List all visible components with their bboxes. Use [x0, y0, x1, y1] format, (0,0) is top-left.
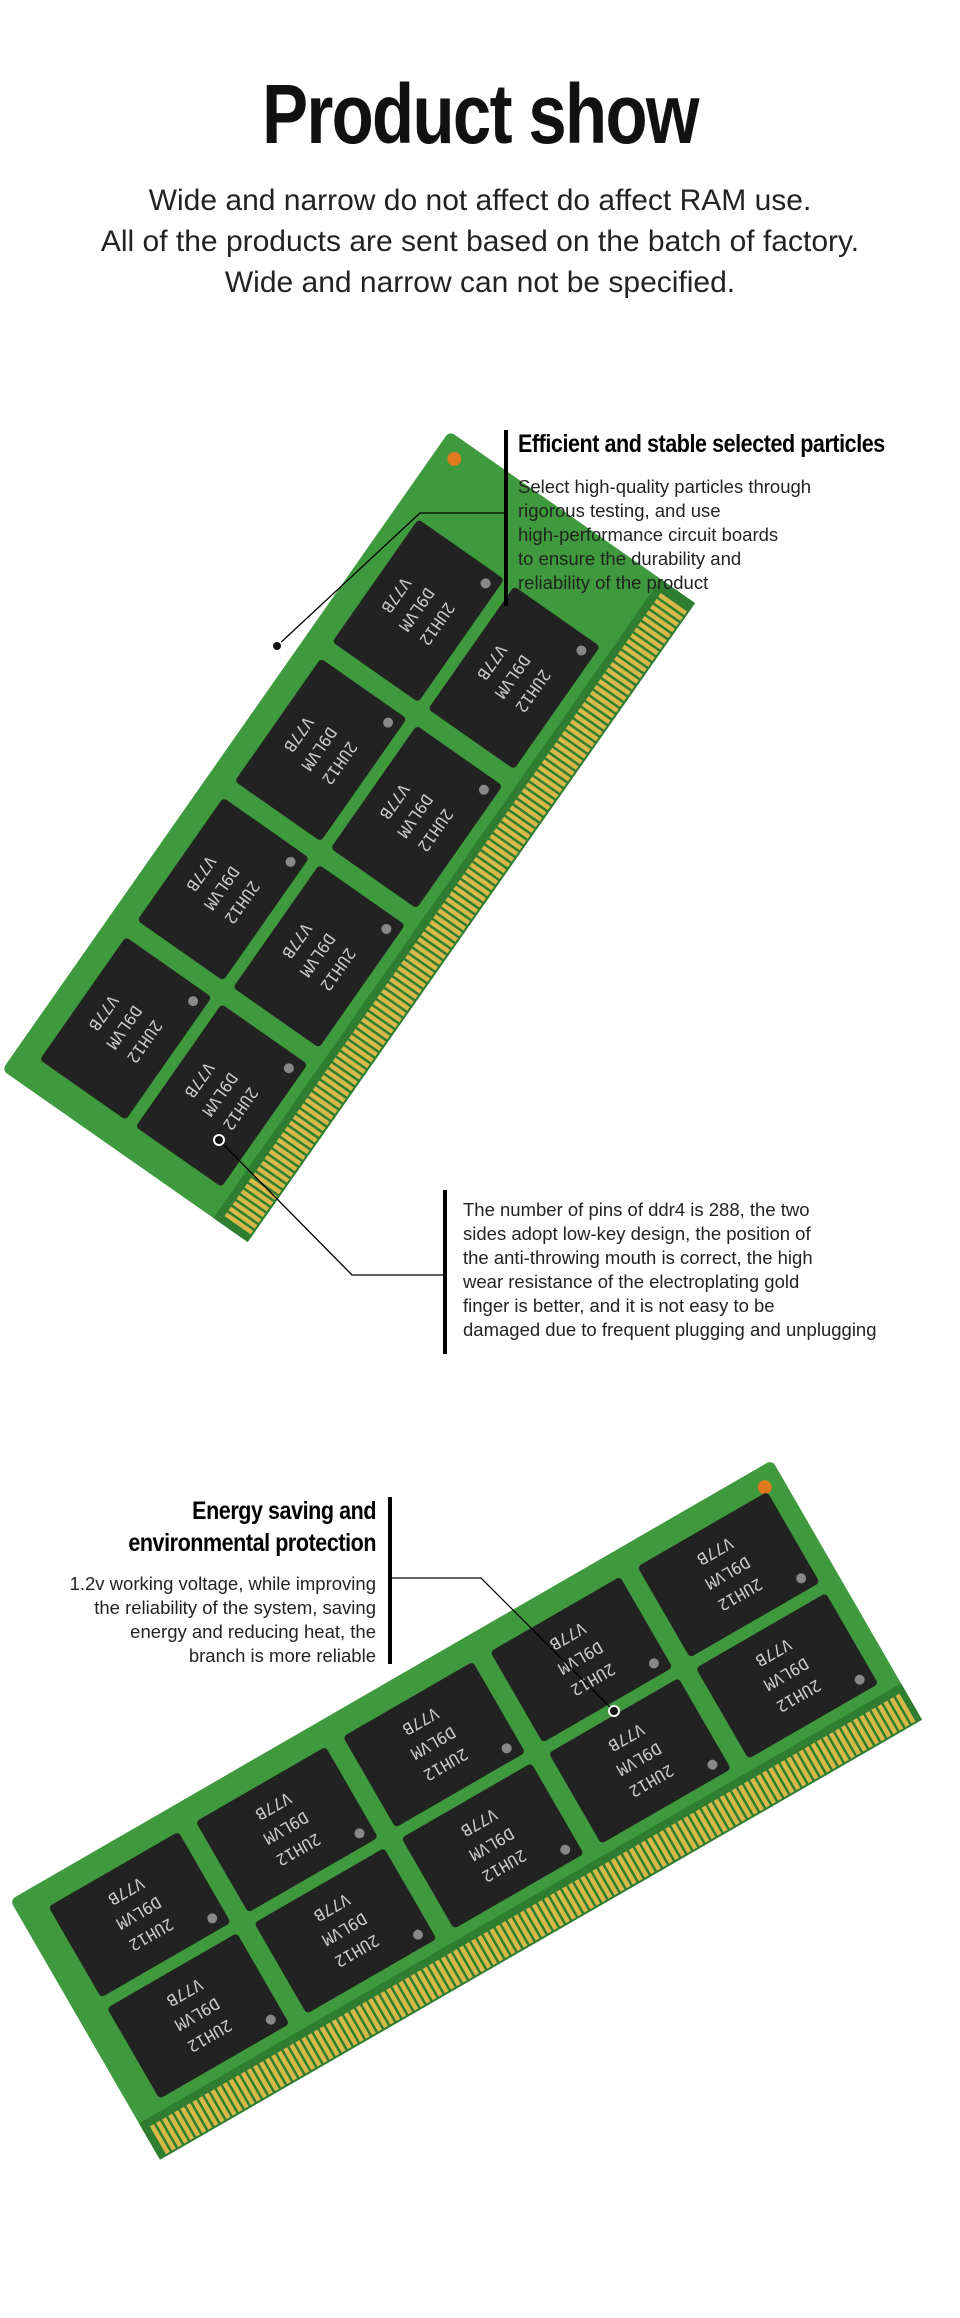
callout-bar: [388, 1497, 392, 1664]
subtitle-line: All of the products are sent based on th…: [100, 225, 860, 258]
callout-text: The number of pins of ddr4 is 288, the t…: [463, 1199, 877, 1340]
page-title: Product show: [262, 67, 699, 161]
subtitle-line: Wide and narrow do not affect do affect …: [148, 184, 812, 217]
orange-marker: [757, 1480, 772, 1495]
ram-board: 2UH12D9LVMV77B2UH12D9LVMV77B2UH12D9LVMV7…: [12, 1462, 923, 2160]
callout-heading: Efficient and stable selected particles: [518, 430, 885, 458]
gold-pins: [149, 1693, 916, 2155]
subtitle-line: Wide and narrow can not be specified.: [224, 266, 736, 299]
callout-bar: [504, 430, 508, 606]
orange-marker: [447, 451, 462, 466]
callout-bar: [443, 1190, 447, 1354]
